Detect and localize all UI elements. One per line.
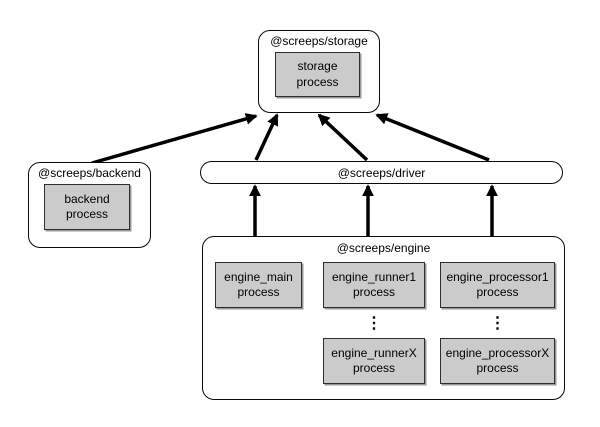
- node-backend: @screeps/backend backend process: [28, 162, 151, 248]
- node-storage: @screeps/storage storage process: [258, 30, 380, 113]
- engine-processorX-process-box: engine_processorX process: [440, 338, 555, 384]
- backend-process-box: backend process: [44, 184, 130, 230]
- arrow-driver-to-storage-right: [375, 113, 490, 162]
- storage-title: @screeps/storage: [270, 34, 368, 48]
- backend-title: @screeps/backend: [38, 166, 141, 180]
- node-driver: @screeps/driver: [200, 161, 563, 184]
- driver-title: @screeps/driver: [337, 165, 426, 180]
- processor-ellipsis: ⋮: [489, 314, 506, 332]
- storage-process-box: storage process: [275, 52, 360, 97]
- arrow-backend-to-storage: [91, 113, 258, 165]
- arrow-driver-to-storage-middle: [317, 113, 369, 162]
- engine-main-process-box: engine_main process: [215, 262, 302, 308]
- engine-processor1-process-box: engine_processor1 process: [440, 262, 555, 308]
- engine-title: @screeps/engine: [336, 241, 431, 255]
- engine-runner1-process-box: engine_runner1 process: [323, 262, 425, 308]
- runner-ellipsis: ⋮: [366, 314, 382, 332]
- engine-runnerX-process-box: engine_runnerX process: [323, 338, 425, 384]
- node-engine: @screeps/engine engine_main process engi…: [202, 236, 565, 400]
- arrow-driver-to-storage-left: [254, 113, 279, 161]
